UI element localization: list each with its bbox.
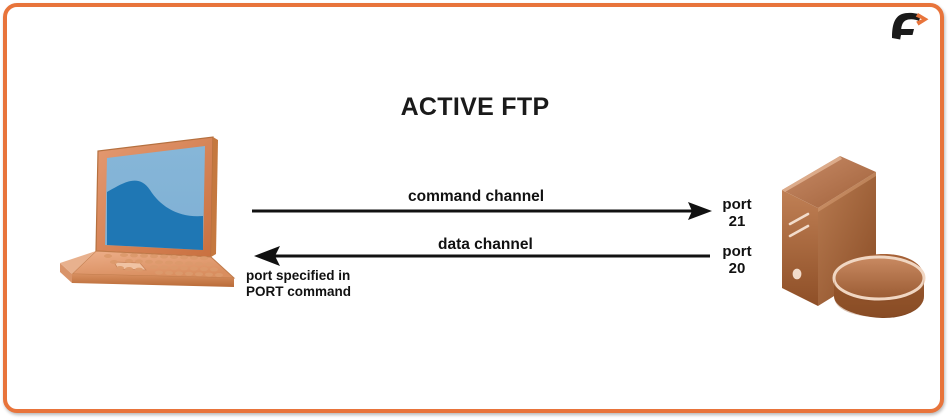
client-port-annotation: port specified in PORT command	[246, 268, 351, 300]
port-21-word: port	[722, 196, 752, 213]
port-20-number: 20	[728, 260, 746, 277]
port-20-word: port	[722, 243, 752, 260]
port-21-number: 21	[728, 213, 746, 230]
page-title: ACTIVE FTP	[400, 93, 550, 121]
client-port-annotation-line2: PORT command	[246, 284, 352, 299]
logo-f-glyph	[892, 12, 921, 40]
server-port-21: port 21	[714, 196, 760, 230]
server-port-20: port 20	[714, 243, 760, 277]
server-icon	[768, 128, 928, 318]
client-port-annotation-line1: port specified in	[246, 268, 351, 283]
brand-logo	[884, 8, 934, 44]
command-channel-label: command channel	[408, 188, 545, 205]
logo-chevron-icon	[915, 13, 929, 26]
laptop-icon	[28, 132, 242, 300]
data-channel-label: data channel	[438, 236, 533, 253]
